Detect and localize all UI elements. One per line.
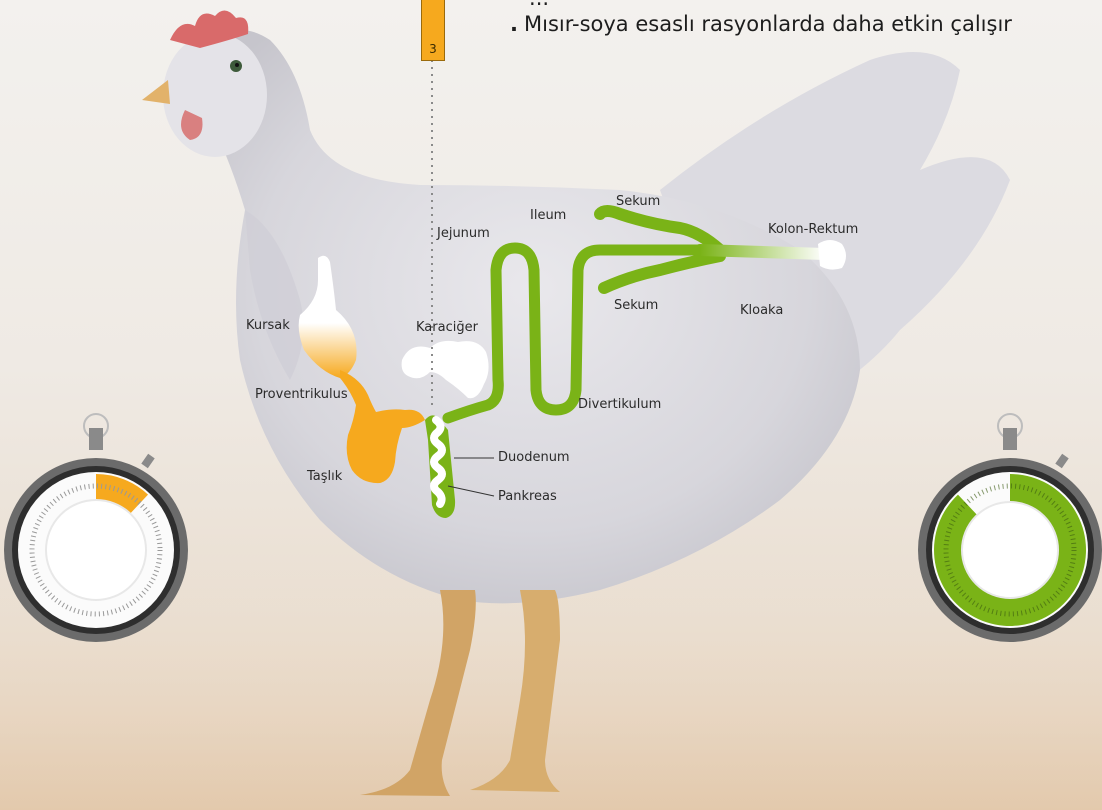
label-duodenum: Duodenum <box>498 450 570 465</box>
section-tag-number: 3 <box>422 42 444 56</box>
label-jejunum: Jejunum <box>437 226 490 241</box>
label-pankreas: Pankreas <box>498 489 557 504</box>
label-kloaka: Kloaka <box>740 303 783 318</box>
section-tag: 3 <box>421 0 445 61</box>
bullet-item: .Mısır-soya esaslı rasyonlarda daha etki… <box>510 12 1012 36</box>
label-ileum: Ileum <box>530 208 566 223</box>
kloaka-organ <box>818 240 846 270</box>
bullet-partial: • ... <box>510 0 549 10</box>
label-taslik: Taşlık <box>307 469 342 484</box>
bullet-text: Mısır-soya esaslı rasyonlarda daha etkin… <box>524 12 1012 36</box>
label-karaciger: Karaciğer <box>416 320 478 335</box>
label-divertikulum: Divertikulum <box>578 397 661 412</box>
kolon-rektum-organ <box>700 250 825 254</box>
left-stopwatch <box>4 414 188 642</box>
label-kolon-rektum: Kolon-Rektum <box>768 222 858 237</box>
label-proventrikulus: Proventrikulus <box>255 387 348 402</box>
label-kursak: Kursak <box>246 318 290 333</box>
label-sekum-bottom: Sekum <box>614 298 658 313</box>
bullet-partial-text: • ... <box>510 0 549 10</box>
right-stopwatch <box>918 414 1102 642</box>
bullet-dot: . <box>510 12 518 36</box>
label-sekum-top: Sekum <box>616 194 660 209</box>
